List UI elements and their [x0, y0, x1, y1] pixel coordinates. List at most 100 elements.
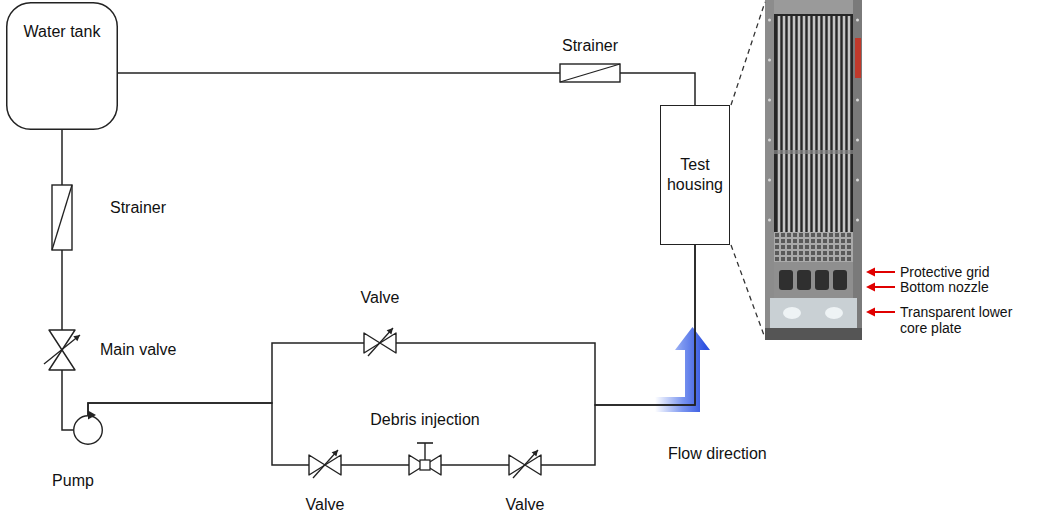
- plate-reflection: [783, 307, 801, 319]
- injection-port: [420, 460, 430, 470]
- part-label: Transparent lower core plate: [900, 304, 1036, 336]
- component-label: Strainer: [540, 36, 640, 56]
- flow-direction-arrow: [655, 327, 710, 412]
- symbol-outline: [49, 330, 75, 370]
- symbol-drawing: [7, 3, 118, 130]
- nozzle-hole: [779, 270, 793, 290]
- symbol-drawing: [44, 330, 80, 370]
- pipe-line: [61, 250, 63, 330]
- pointer-arrow: [866, 268, 875, 277]
- fuel-rods: [779, 16, 849, 232]
- valve-symbol: Main valve: [49, 330, 75, 370]
- component-label: Debris injection: [345, 410, 505, 430]
- strainer-screen: [52, 185, 72, 250]
- frame-column: [853, 0, 862, 340]
- symbol-drawing: [364, 328, 396, 356]
- test-housing-box: Test housing: [660, 105, 730, 245]
- symbol-outline: [364, 333, 396, 353]
- strainer-body: [560, 64, 620, 82]
- zoom-leader-line: [731, 2, 765, 338]
- adjust-arrow-head: [532, 450, 538, 457]
- pointer-arrow: [866, 308, 875, 317]
- plate-reflection: [825, 307, 843, 319]
- adjust-arrow: [44, 335, 80, 364]
- component-label: Strainer: [110, 198, 166, 218]
- symbol-drawing: [52, 185, 72, 250]
- pointer-arrow: [873, 311, 895, 313]
- bottom-nozzle: [774, 262, 853, 298]
- strainer-symbol: Strainer: [52, 185, 72, 250]
- photo-ground: [765, 0, 862, 340]
- part-label: Protective grid: [900, 265, 989, 280]
- symbol-drawing: [560, 64, 620, 82]
- nozzle-hole: [833, 270, 847, 290]
- red-sign: [855, 38, 861, 78]
- nozzle-hole: [815, 270, 829, 290]
- strainer-screen: [560, 64, 620, 82]
- symbol-outline: [560, 64, 620, 82]
- strainer-body: [52, 185, 72, 250]
- pump-casing: [74, 416, 103, 445]
- adjust-arrow: [313, 450, 338, 478]
- pipe-line: [118, 72, 560, 74]
- component-label: Water tank: [6, 2, 118, 42]
- pump-direction: [88, 411, 96, 420]
- pipe-line: [396, 245, 695, 405]
- component-label: Pump: [38, 471, 108, 491]
- pipe-line: [441, 464, 509, 466]
- valve-symbol: Valve: [509, 455, 541, 475]
- symbol-drawing: [409, 443, 441, 475]
- protective-grid: [774, 232, 853, 262]
- debris-injection-valve: Debris injection: [409, 455, 441, 475]
- adjust-arrow: [368, 328, 393, 356]
- symbol-drawing: [74, 411, 103, 445]
- component-label: Valve: [485, 495, 565, 515]
- spacer-band: [774, 150, 853, 154]
- pointer-arrow: [873, 271, 895, 273]
- nozzle-hole: [797, 270, 811, 290]
- valve-handle: [417, 442, 433, 444]
- lower-core-plate: [770, 298, 857, 328]
- valve-stem: [424, 443, 425, 460]
- symbol-outline: [309, 455, 341, 475]
- symbol-drawing: [309, 450, 341, 478]
- pointer-arrow: [866, 283, 875, 292]
- tank-outline: [7, 3, 118, 130]
- valve-symbol: Valve: [364, 333, 396, 353]
- top-fixture: [774, 0, 853, 14]
- adjust-arrow-head: [332, 450, 338, 457]
- pipe-line: [61, 130, 63, 185]
- pointer-arrow: [866, 268, 895, 317]
- pointer-arrow: [873, 286, 895, 288]
- component-label: Main valve: [100, 340, 176, 360]
- component-label: Test housing: [661, 155, 729, 195]
- part-label: Bottom nozzle: [900, 280, 989, 295]
- valve-symbol: Valve: [309, 455, 341, 475]
- adjust-arrow: [513, 450, 538, 478]
- frame-column: [765, 0, 774, 340]
- flow-label: Flow direction: [668, 444, 767, 463]
- rod-ground: [774, 14, 853, 232]
- symbol-outline: [73, 415, 103, 445]
- symbol-drawing: [509, 450, 541, 478]
- pipe-line: [541, 245, 695, 465]
- component-label: Valve: [285, 495, 365, 515]
- symbol-outline: [509, 455, 541, 475]
- pipe-line: [88, 403, 309, 465]
- pipe-line: [620, 73, 695, 105]
- pipe-line: [62, 370, 73, 430]
- symbol-outline: [6, 2, 118, 130]
- strainer-symbol: Strainer: [560, 64, 620, 82]
- symbol-outline: [52, 185, 72, 250]
- test-section-photo: [765, 0, 862, 340]
- symbol-outline: [409, 455, 441, 475]
- adjust-arrow-head: [73, 335, 80, 341]
- pipe-line: [341, 464, 409, 466]
- water-tank: Water tank: [6, 2, 118, 130]
- photo-base: [765, 328, 862, 340]
- component-label: Valve: [340, 288, 420, 308]
- adjust-arrow-head: [387, 328, 393, 335]
